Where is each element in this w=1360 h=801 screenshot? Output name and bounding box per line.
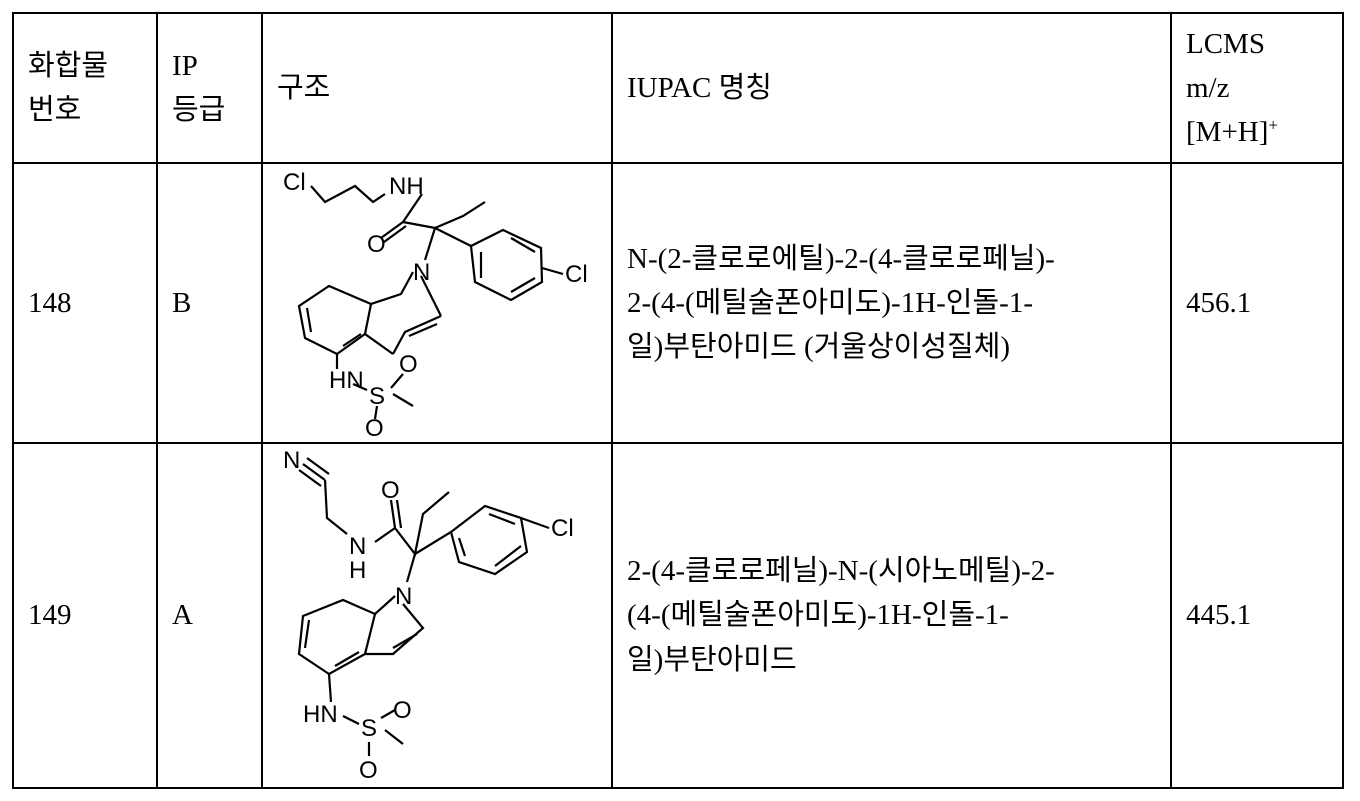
atom-h-amide: H: [349, 557, 366, 584]
cell-lcms: 445.1: [1171, 443, 1343, 788]
cell-iupac-name: 2-(4-클로로페닐)-N-(시아노메틸)-2- (4-(메틸술폰아미도)-1H…: [612, 443, 1171, 788]
cell-lcms: 456.1: [1171, 163, 1343, 443]
header-ip-line2: 등급: [172, 88, 247, 132]
iupac-line2: (4-(메틸술폰아미도)-1H-인돌-1-: [627, 593, 1156, 637]
atom-s: S: [369, 383, 385, 410]
cell-structure: Cl NH O N Cl HN S O O: [262, 163, 612, 443]
header-ip-grade: IP 등급: [157, 13, 262, 163]
cell-ip-grade: A: [157, 443, 262, 788]
cell-iupac-name: N-(2-클로로에틸)-2-(4-클로로페닐)- 2-(4-(메틸술폰아미도)-…: [612, 163, 1171, 443]
atom-n-ring: N: [413, 259, 430, 286]
atom-n-amide: N: [349, 533, 366, 560]
cell-ip-grade: B: [157, 163, 262, 443]
table-row-148: 148 B: [13, 163, 1343, 443]
header-lcms-line1: LCMS: [1186, 22, 1328, 66]
header-compound-number: 화합물 번호: [13, 13, 157, 163]
atom-o-top: O: [393, 697, 412, 724]
header-compound-number-line1: 화합물: [28, 44, 142, 88]
header-structure: 구조: [262, 13, 612, 163]
iupac-line1: N-(2-클로로에틸)-2-(4-클로로페닐)-: [627, 237, 1156, 281]
header-row: 화합물 번호 IP 등급 구조 IUPAC 명칭 LCMS m/z [M+H]+: [13, 13, 1343, 163]
atom-cl: Cl: [551, 515, 574, 542]
atom-n-nitrile: N: [283, 447, 300, 474]
cell-compound-number: 149: [13, 443, 157, 788]
iupac-line3: 일)부탄아미드: [627, 638, 1156, 682]
header-lcms-line3: [M+H]+: [1186, 110, 1328, 154]
structure-diagram-148: Cl NH O N Cl HN S O O: [263, 164, 610, 442]
cell-structure: N O N H N Cl HN S O O: [262, 443, 612, 788]
iupac-line2: 2-(4-(메틸술폰아미도)-1H-인돌-1-: [627, 281, 1156, 325]
structure-diagram-149: N O N H N Cl HN S O O: [263, 444, 610, 787]
iupac-line3: 일)부탄아미드 (거울상이성질체): [627, 325, 1156, 369]
header-iupac: IUPAC 명칭: [612, 13, 1171, 163]
header-iupac-label: IUPAC 명칭: [627, 66, 1156, 110]
header-lcms-line2: m/z: [1186, 66, 1328, 110]
atom-n-ring: N: [395, 583, 412, 610]
atom-hn: HN: [329, 367, 364, 394]
header-lcms: LCMS m/z [M+H]+: [1171, 13, 1343, 163]
atom-nh: NH: [389, 173, 424, 200]
compound-table: 화합물 번호 IP 등급 구조 IUPAC 명칭 LCMS m/z [M+H]+…: [12, 12, 1344, 789]
atom-o-bottom: O: [365, 415, 384, 442]
atom-s: S: [361, 715, 377, 742]
header-lcms-ion: [M+H]: [1186, 116, 1268, 148]
ip-grade: A: [172, 599, 193, 631]
compound-number: 149: [28, 599, 72, 631]
atom-hn: HN: [303, 701, 338, 728]
atom-o-bottom: O: [359, 757, 378, 784]
header-structure-label: 구조: [277, 66, 597, 110]
atom-cl-left: Cl: [283, 169, 306, 196]
cell-compound-number: 148: [13, 163, 157, 443]
header-lcms-charge: +: [1268, 115, 1278, 134]
atom-cl-right: Cl: [565, 261, 588, 288]
compound-number: 148: [28, 287, 72, 319]
ip-grade: B: [172, 287, 191, 319]
table-row-149: 149 A: [13, 443, 1343, 788]
atom-o-top: O: [399, 351, 418, 378]
header-ip-line1: IP: [172, 44, 247, 88]
iupac-line1: 2-(4-클로로페닐)-N-(시아노메틸)-2-: [627, 549, 1156, 593]
atom-o: O: [367, 231, 386, 258]
lcms-value: 445.1: [1186, 599, 1251, 631]
header-compound-number-line2: 번호: [28, 88, 142, 132]
atom-o: O: [381, 477, 400, 504]
lcms-value: 456.1: [1186, 287, 1251, 319]
